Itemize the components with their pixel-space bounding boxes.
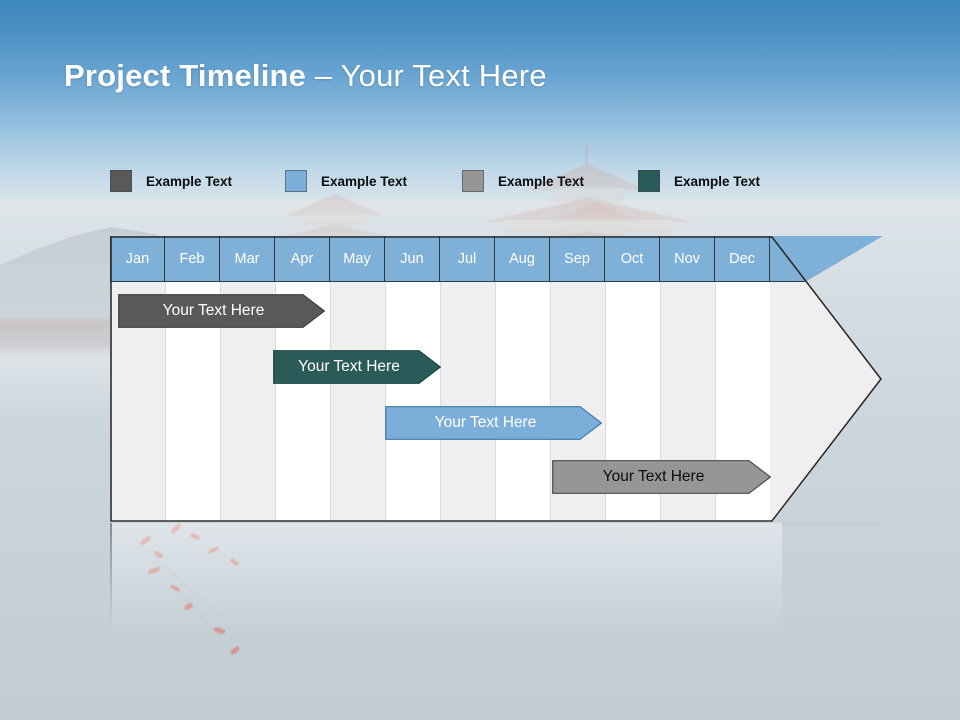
timeline-bar-label: Your Text Here bbox=[298, 358, 400, 375]
timeline-bar-shape bbox=[552, 460, 771, 494]
background-branch-upper bbox=[160, 520, 360, 610]
month-header-mar[interactable]: Mar bbox=[220, 236, 275, 282]
month-header-jan[interactable]: Jan bbox=[110, 236, 165, 282]
chart-column-divider bbox=[550, 282, 551, 522]
chart-arrow-outline bbox=[110, 236, 882, 522]
legend-item-2[interactable]: Example Text bbox=[285, 170, 407, 192]
legend-swatch-icon bbox=[285, 170, 307, 192]
chart-column-feb bbox=[165, 236, 220, 522]
chart-column-divider bbox=[165, 282, 166, 522]
legend-item-3[interactable]: Example Text bbox=[462, 170, 584, 192]
timeline-bar-label: Your Text Here bbox=[602, 468, 705, 485]
chart-column-divider bbox=[715, 282, 716, 522]
legend-label: Example Text bbox=[146, 173, 233, 189]
timeline-bar-1[interactable]: Your Text Here bbox=[118, 294, 325, 328]
page-title-bold: Project Timeline bbox=[64, 58, 307, 93]
legend-item-1[interactable]: Example Text bbox=[110, 170, 232, 192]
chart-column-aug bbox=[495, 236, 550, 522]
month-header-jul[interactable]: Jul bbox=[440, 236, 495, 282]
legend-item-4[interactable]: Example Text bbox=[638, 170, 760, 192]
chart-column-divider bbox=[660, 282, 661, 522]
timeline-bar-3[interactable]: Your Text Here bbox=[385, 406, 602, 440]
page-title: Project Timeline – Your Text Here bbox=[64, 58, 547, 94]
month-header-dec[interactable]: Dec bbox=[715, 236, 770, 282]
timeline-bar-shape bbox=[273, 350, 441, 384]
month-header-may[interactable]: May bbox=[330, 236, 385, 282]
legend-swatch-icon bbox=[110, 170, 132, 192]
month-header-apr[interactable]: Apr bbox=[275, 236, 330, 282]
chart-column-divider bbox=[440, 282, 441, 522]
month-header-feb[interactable]: Feb bbox=[165, 236, 220, 282]
chart-column-divider bbox=[275, 282, 276, 522]
page-title-rest: – Your Text Here bbox=[306, 58, 547, 93]
chart-column-divider bbox=[495, 282, 496, 522]
chart-column-divider bbox=[330, 282, 331, 522]
background-temple-right bbox=[520, 196, 670, 248]
chart-header-baseline bbox=[110, 281, 805, 283]
chart-column-divider bbox=[220, 282, 221, 522]
month-header-jun[interactable]: Jun bbox=[385, 236, 440, 282]
timeline-bar-shape bbox=[385, 406, 602, 440]
legend-swatch-icon bbox=[462, 170, 484, 192]
legend-swatch-icon bbox=[638, 170, 660, 192]
chart-column-divider bbox=[385, 282, 386, 522]
chart-reflection-edge bbox=[110, 523, 112, 628]
month-header-aug[interactable]: Aug bbox=[495, 236, 550, 282]
chart-column-divider bbox=[605, 282, 606, 522]
month-header-nov[interactable]: Nov bbox=[660, 236, 715, 282]
timeline-bar-label: Your Text Here bbox=[434, 414, 537, 431]
legend-label: Example Text bbox=[498, 173, 585, 189]
timeline-bar-shape bbox=[118, 294, 325, 328]
legend-label: Example Text bbox=[674, 173, 761, 189]
timeline-bar-label: Your Text Here bbox=[162, 302, 265, 319]
month-header-sep[interactable]: Sep bbox=[550, 236, 605, 282]
timeline-bar-2[interactable]: Your Text Here bbox=[273, 350, 441, 384]
legend-label: Example Text bbox=[321, 173, 408, 189]
timeline-bar-4[interactable]: Your Text Here bbox=[552, 460, 771, 494]
month-header-oct[interactable]: Oct bbox=[605, 236, 660, 282]
legend: Example Text Example Text Example Text Exam… bbox=[110, 170, 810, 194]
